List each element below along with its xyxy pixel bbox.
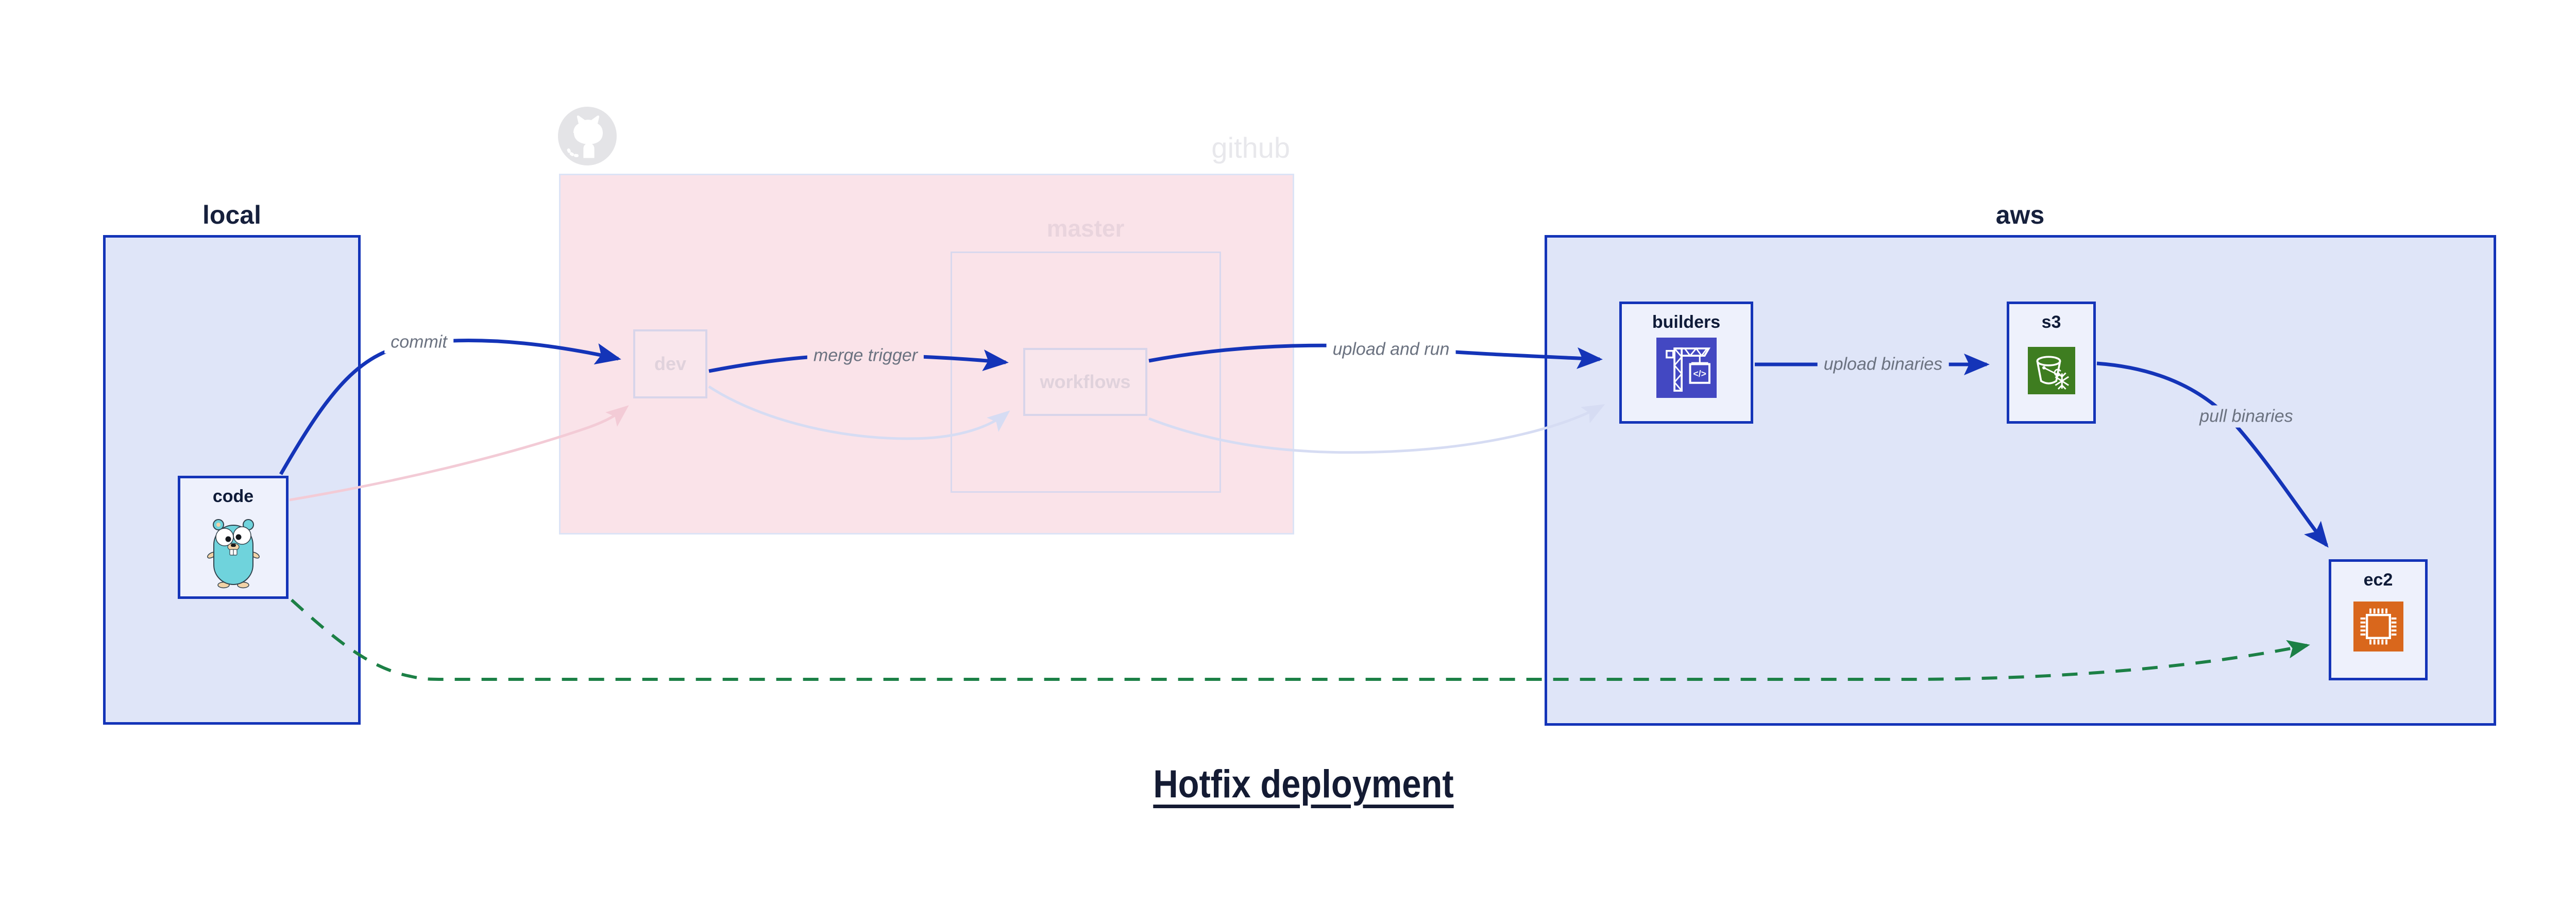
ec2-chip-icon — [2353, 602, 2403, 652]
node-ec2-label: ec2 — [2363, 570, 2393, 590]
node-workflows: workflows — [1023, 348, 1147, 416]
node-ec2: ec2 — [2329, 559, 2428, 680]
edge-pull-binaries-label: pull binaries — [2193, 405, 2299, 428]
node-code-label: code — [212, 487, 254, 506]
edge-upload-binaries-label: upload binaries — [1817, 353, 1949, 376]
node-builders: builders </> — [1619, 302, 1753, 424]
node-workflows-label: workflows — [1040, 371, 1131, 392]
local-group-label: local — [202, 201, 261, 229]
diagram-title-text: Hotfix deployment — [1153, 762, 1454, 806]
edge-commit-label: commit — [384, 331, 453, 354]
svg-text:</>: </> — [1693, 369, 1706, 379]
s3-bucket-icon — [2027, 347, 2075, 394]
codebuild-crane-icon: </> — [1656, 338, 1717, 398]
github-octocat-icon — [558, 107, 617, 165]
node-dev: dev — [633, 329, 707, 398]
node-dev-label: dev — [654, 353, 687, 374]
node-builders-label: builders — [1652, 312, 1721, 332]
node-s3: s3 — [2007, 302, 2096, 424]
aws-group-label: aws — [1995, 201, 2045, 229]
node-code: code — [178, 476, 289, 599]
master-branch-label: master — [1046, 215, 1125, 242]
edge-upload-and-run-label: upload and run — [1326, 338, 1456, 361]
edge-merge-trigger-label: merge trigger — [807, 344, 924, 367]
node-s3-label: s3 — [2041, 312, 2061, 332]
go-gopher-icon — [205, 512, 262, 589]
diagram-title: Hotfix deployment — [1133, 762, 1475, 807]
github-group-label: github — [1211, 131, 1290, 164]
